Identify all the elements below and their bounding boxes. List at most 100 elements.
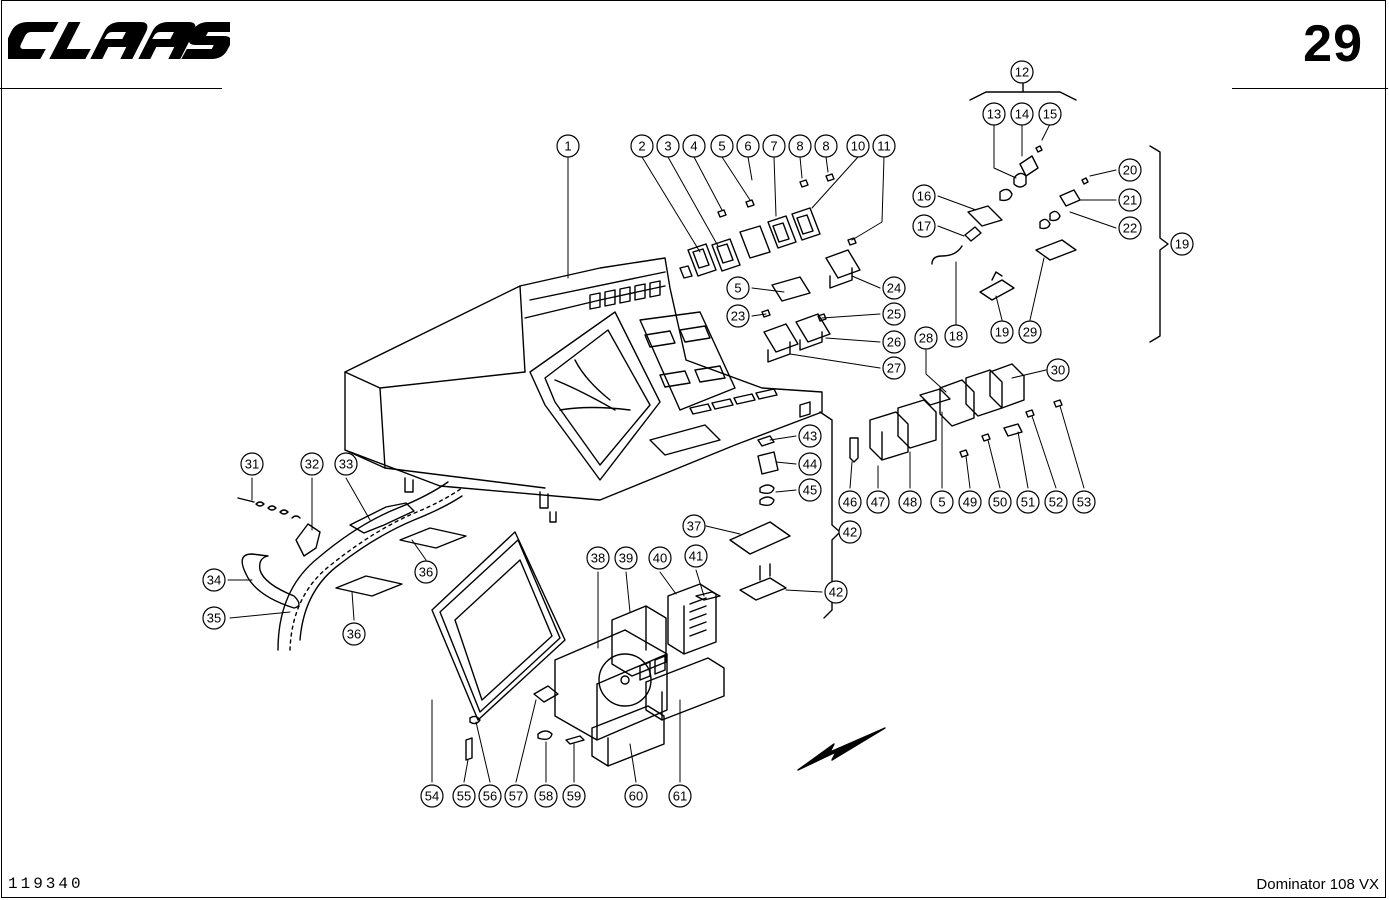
instrument-cluster: [554, 583, 725, 767]
callout-11: 11: [872, 134, 896, 158]
callout-circle: [1170, 232, 1194, 256]
callout-5: 5: [710, 134, 734, 158]
callout-number: 1: [564, 139, 571, 154]
callout-number: 16: [917, 189, 931, 204]
callout-number: 42: [843, 525, 857, 540]
callout-number: 5: [734, 281, 741, 296]
callout-17: 17: [912, 214, 936, 238]
callout-circle: [988, 490, 1012, 514]
callout-circle: [504, 784, 528, 808]
callout-circle: [838, 490, 862, 514]
callout-number: 30: [1051, 363, 1065, 378]
callout-number: 59: [567, 789, 581, 804]
callout-number: 4: [690, 139, 697, 154]
callout-circle: [1038, 102, 1062, 126]
callout-number: 50: [993, 495, 1007, 510]
callout-circle: [668, 784, 692, 808]
callout-circle: [586, 546, 610, 570]
callout-36: 36: [414, 560, 438, 584]
callout-circle: [882, 276, 906, 300]
callout-circle: [334, 452, 358, 476]
callout-number: 42: [829, 585, 843, 600]
callout-19: 19: [990, 320, 1014, 344]
callout-48: 48: [898, 490, 922, 514]
callout-circle: [682, 514, 706, 538]
callout-42: 42: [838, 520, 862, 544]
callout-44: 44: [798, 452, 822, 476]
switch-cluster-right: [849, 363, 1063, 463]
callout-circle: [958, 490, 982, 514]
callout-50: 50: [988, 490, 1012, 514]
callout-circle: [726, 276, 750, 300]
callout-number: 45: [803, 483, 817, 498]
small-parts-column: [695, 435, 791, 601]
callout-circle: [982, 102, 1006, 126]
callout-38: 38: [586, 546, 610, 570]
callout-circle: [1046, 358, 1070, 382]
callout-number: 48: [903, 495, 917, 510]
callout-number: 58: [539, 789, 553, 804]
document-code: 119340: [8, 875, 84, 893]
callout-number: 20: [1123, 163, 1137, 178]
callout-number: 47: [871, 495, 885, 510]
callout-number: 43: [803, 429, 817, 444]
callout-number: 60: [629, 789, 643, 804]
callout-circle: [1118, 158, 1142, 182]
callout-54: 54: [420, 784, 444, 808]
callout-60: 60: [624, 784, 648, 808]
callout-circle: [914, 326, 938, 350]
machine-model: Dominator 108 VX: [1256, 876, 1379, 893]
callout-number: 55: [457, 789, 471, 804]
callout-number: 22: [1123, 221, 1137, 236]
callout-43: 43: [798, 424, 822, 448]
callout-26: 26: [882, 330, 906, 354]
callout-circle: [898, 490, 922, 514]
callout-number: 61: [673, 789, 687, 804]
callout-number: 31: [245, 457, 259, 472]
callout-7: 7: [762, 134, 786, 158]
callout-25: 25: [882, 302, 906, 326]
callout-number: 19: [1175, 237, 1189, 252]
callout-circle: [682, 134, 706, 158]
callout-8: 8: [814, 134, 838, 158]
claas-logo: [8, 22, 230, 59]
callout-number: 37: [687, 519, 701, 534]
callout-circle: [798, 424, 822, 448]
callout-33: 33: [334, 452, 358, 476]
callout-circle: [684, 544, 708, 568]
callout-20: 20: [1118, 158, 1142, 182]
switch-row-top: [679, 173, 857, 279]
callout-circle: [452, 784, 476, 808]
callout-number: 52: [1049, 495, 1063, 510]
callout-16: 16: [912, 184, 936, 208]
callout-37: 37: [682, 514, 706, 538]
callout-number: 8: [796, 139, 803, 154]
callout-circle: [240, 452, 264, 476]
callout-40: 40: [648, 546, 672, 570]
callout-3: 3: [656, 134, 680, 158]
callout-61: 61: [668, 784, 692, 808]
callout-circle: [882, 302, 906, 326]
callout-number: 27: [887, 361, 901, 376]
callout-number: 28: [919, 331, 933, 346]
callout-circle: [614, 546, 638, 570]
callout-number: 23: [731, 309, 745, 324]
callout-circle: [838, 520, 862, 544]
callout-circle: [788, 134, 812, 158]
callout-10: 10: [846, 134, 870, 158]
callout-12: 12: [1010, 60, 1034, 84]
callout-number: 7: [770, 139, 777, 154]
callout-circle: [872, 134, 896, 158]
callout-circle: [846, 134, 870, 158]
callout-circle: [736, 134, 760, 158]
callout-circle: [420, 784, 444, 808]
callout-39: 39: [614, 546, 638, 570]
callout-circle: [534, 784, 558, 808]
callout-46: 46: [838, 490, 862, 514]
callout-29: 29: [1018, 320, 1042, 344]
callout-number: 56: [483, 789, 497, 804]
callout-number: 57: [509, 789, 523, 804]
switch-group-mid: [761, 249, 861, 363]
callout-number: 18: [949, 329, 963, 344]
callout-number: 6: [744, 139, 751, 154]
